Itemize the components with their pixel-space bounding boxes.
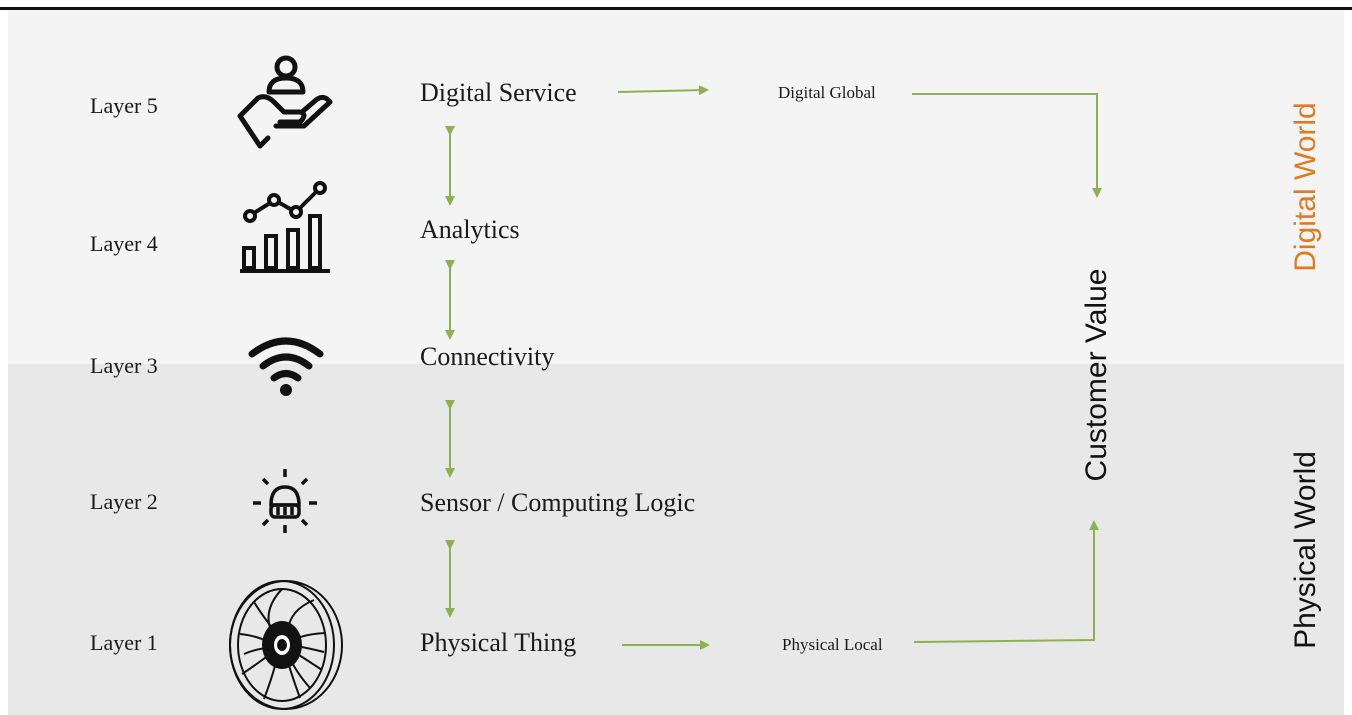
layer-5-label: Layer 5 [90, 93, 158, 118]
step-physical-thing: Physical Thing [420, 628, 577, 657]
layer-1-label: Layer 1 [90, 630, 158, 655]
step-analytics: Analytics [420, 215, 520, 244]
physical-local-label: Physical Local [782, 635, 883, 654]
arrow-service-global [617, 85, 709, 96]
wifi-icon [248, 337, 324, 396]
step-sensor-computing-logic: Sensor / Computing Logic [420, 488, 696, 517]
layer-2-label: Layer 2 [90, 489, 158, 514]
turbine-icon [229, 580, 343, 710]
step-connectivity: Connectivity [420, 342, 555, 371]
digital-global-label: Digital Global [778, 83, 876, 102]
hand-person-icon [237, 55, 333, 149]
top-rule [0, 7, 1352, 10]
connector-local-value [913, 520, 1099, 643]
step-digital-service: Digital Service [420, 78, 577, 107]
layer-4-label: Layer 4 [90, 231, 158, 256]
connector-global-value [912, 93, 1102, 198]
digital-world-band [8, 10, 1344, 364]
layer-3-label: Layer 3 [90, 353, 158, 378]
sensor-icon [253, 469, 317, 533]
analytics-chart-icon [240, 181, 330, 273]
